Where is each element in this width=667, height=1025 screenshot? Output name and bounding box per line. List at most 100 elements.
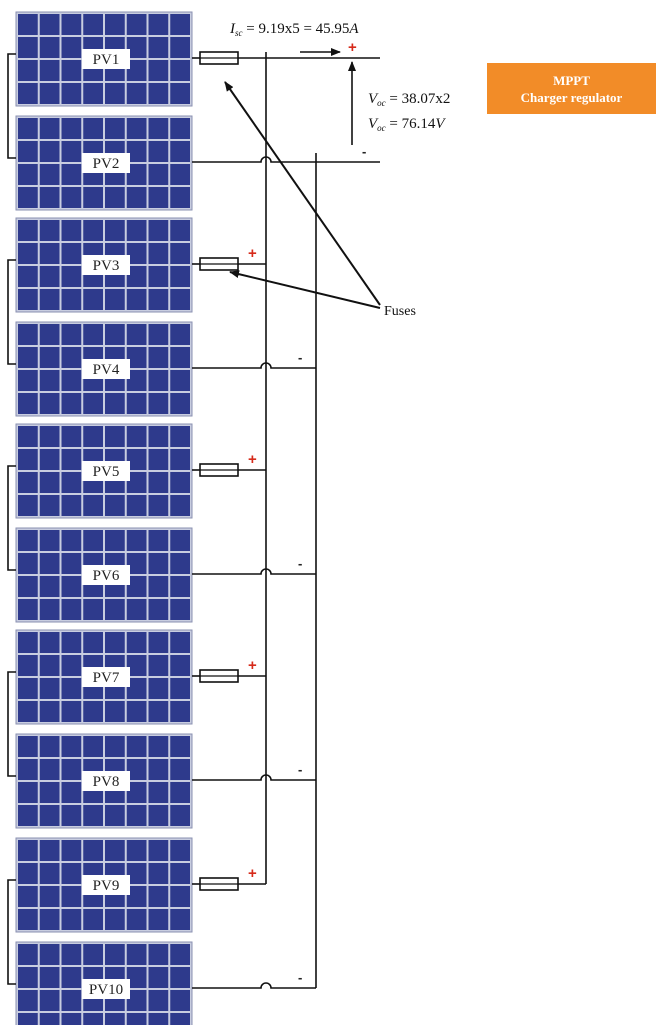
panel-cell	[148, 60, 169, 81]
panel-cell	[61, 164, 82, 185]
panel-cell	[148, 1013, 169, 1025]
panel-cell	[61, 805, 82, 826]
panel-cell	[148, 141, 169, 162]
panel-cell	[61, 495, 82, 516]
series-jumper-wire	[7, 879, 16, 985]
panel-cell	[105, 495, 125, 516]
panel-cell	[61, 289, 82, 310]
panel-cell	[39, 840, 60, 861]
panel-cell	[18, 655, 38, 676]
plus-sign: +	[248, 657, 257, 674]
panel-cell	[105, 324, 125, 345]
panel-cell	[61, 220, 82, 241]
panel-cell	[148, 944, 169, 965]
panel-cell	[126, 990, 147, 1011]
panel-cell	[39, 393, 60, 414]
panel-cell	[126, 1013, 147, 1025]
panel-label-box	[82, 979, 130, 999]
panel-cell	[18, 576, 38, 597]
negative-wire	[192, 156, 380, 163]
panel-cell	[126, 805, 147, 826]
panel-cell	[170, 655, 190, 676]
panel-cell	[61, 886, 82, 907]
panel-cell	[126, 967, 147, 988]
panel-cell	[148, 449, 169, 470]
panel-cell	[126, 118, 147, 139]
panel-cell	[105, 840, 125, 861]
panel-cell	[18, 886, 38, 907]
fuses-label: Fuses	[384, 304, 416, 319]
panel-cell	[170, 736, 190, 757]
panel-cell	[61, 347, 82, 368]
panel-cell	[126, 655, 147, 676]
panel-cell	[148, 655, 169, 676]
panel-cell	[18, 599, 38, 620]
panel-cell	[148, 14, 169, 35]
panel-cell	[170, 495, 190, 516]
plus-sign: +	[248, 451, 257, 468]
panel-cell	[39, 530, 60, 551]
panel-cell	[170, 220, 190, 241]
plus-sign: +	[248, 865, 257, 882]
plus-sign: +	[348, 39, 357, 56]
panel-cell	[61, 393, 82, 414]
panel-cell	[126, 576, 147, 597]
panel-cell	[148, 243, 169, 264]
panel-cell	[170, 83, 190, 104]
panel-label-box	[82, 359, 130, 379]
panel-cell	[126, 678, 147, 699]
panel-label: PV10	[89, 982, 123, 998]
panel-cell	[126, 599, 147, 620]
panel-cell	[61, 266, 82, 287]
panel-cell	[18, 759, 38, 780]
panel-cell	[39, 83, 60, 104]
panel-cell	[105, 599, 125, 620]
polarity-signs-layer: +++++-----	[248, 39, 366, 985]
minus-sign: -	[362, 144, 366, 159]
panel-cell	[126, 495, 147, 516]
panel-cell	[61, 990, 82, 1011]
voltage-equation-1: Voc = 38.07x2	[368, 91, 450, 108]
panel-cell	[61, 863, 82, 884]
panel-cell	[126, 782, 147, 803]
panel-cell	[18, 449, 38, 470]
panel-cell	[170, 759, 190, 780]
panel-cell	[170, 243, 190, 264]
panel-cell	[18, 701, 38, 722]
series-jumper-wire	[7, 465, 16, 571]
fuse	[199, 669, 239, 683]
panel-cell	[126, 701, 147, 722]
panel-cell	[170, 886, 190, 907]
panel-cell	[61, 141, 82, 162]
panel-cell	[39, 347, 60, 368]
panel-cell	[126, 60, 147, 81]
panel-cell	[170, 840, 190, 861]
panel-cell	[61, 426, 82, 447]
panel-cell	[61, 632, 82, 653]
panel-cell	[39, 736, 60, 757]
fuse-pointer-arrow-1	[224, 81, 381, 306]
panel-cell	[61, 678, 82, 699]
panel-cell	[39, 886, 60, 907]
minus-sign: -	[298, 970, 302, 985]
fuse	[199, 877, 239, 891]
panel-label-box	[82, 771, 130, 791]
solar-panel: PV2	[15, 115, 193, 211]
panel-label-box	[82, 49, 130, 69]
panel-cell	[61, 60, 82, 81]
panel-cell	[148, 393, 169, 414]
panel-cell	[126, 840, 147, 861]
panel-cell	[39, 266, 60, 287]
panel-label-box	[82, 667, 130, 687]
panel-cell	[61, 118, 82, 139]
panel-cell	[83, 187, 103, 208]
panel-cell	[148, 553, 169, 574]
panel-cell	[126, 347, 147, 368]
panel-cell	[61, 243, 82, 264]
panel-cell	[148, 495, 169, 516]
panel-cell	[39, 599, 60, 620]
panel-cell	[126, 164, 147, 185]
panel-cell	[39, 187, 60, 208]
panel-cell	[105, 118, 125, 139]
